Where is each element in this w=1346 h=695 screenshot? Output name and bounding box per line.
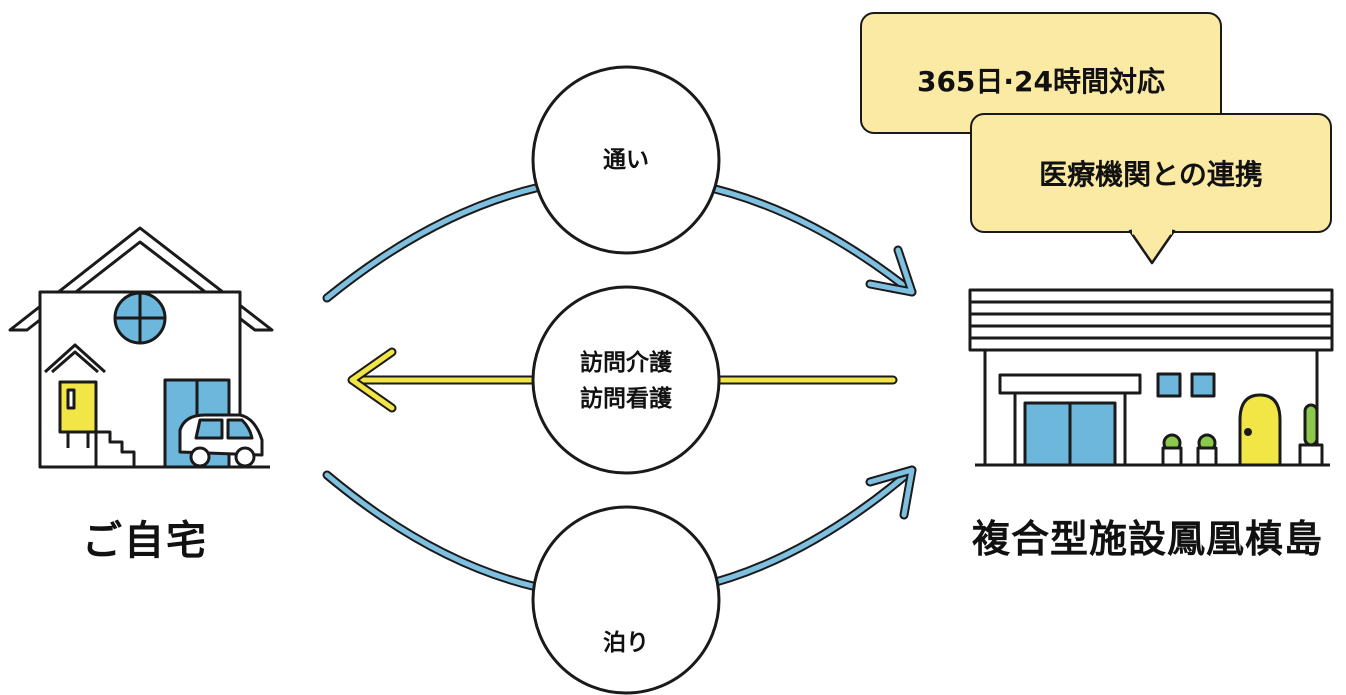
hours-text: 365日·24時間対応 (916, 65, 1166, 98)
commute-circle (531, 65, 721, 255)
visit-care-label: 訪問介護 (580, 350, 672, 376)
home-label: ご自宅 (82, 518, 208, 564)
stay-label: 泊り (603, 630, 649, 656)
medical-text: 医療機関との連携 (1039, 158, 1263, 191)
home-icon (8, 226, 274, 469)
visit-nursing-label: 訪問看護 (580, 386, 672, 412)
bubble-tail (1128, 229, 1176, 265)
stay-circle (531, 505, 721, 695)
visit-circle (531, 285, 721, 475)
commute-label: 通い (603, 147, 649, 173)
medical-bubble: 医療機関との連携 (970, 113, 1332, 233)
facility-label: 複合型施設鳳凰槙島 (971, 517, 1323, 561)
facility-icon (968, 288, 1334, 467)
